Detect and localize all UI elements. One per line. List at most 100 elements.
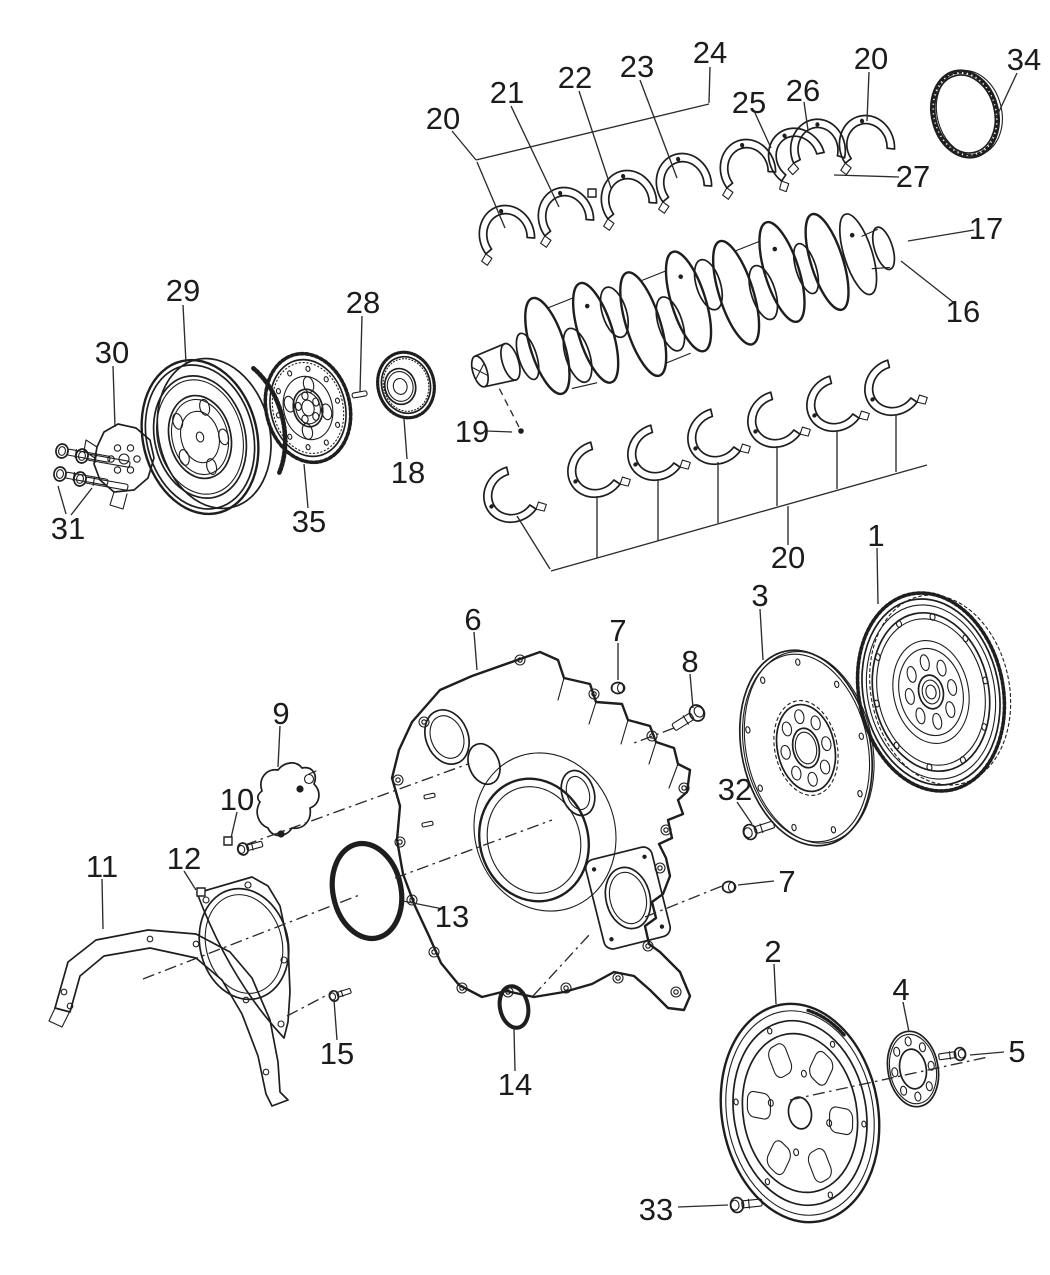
callout-35-tone-wheel[interactable]: 35 [292, 504, 326, 539]
drive-plate [722, 637, 891, 858]
dowel-pin [352, 391, 368, 399]
housing-port [584, 845, 672, 951]
leader-line [71, 488, 92, 515]
callout-7-plug[interactable]: 7 [609, 613, 626, 648]
leader-line [970, 1052, 1004, 1055]
rear-seal-retainer [188, 877, 300, 1038]
leader-line [245, 764, 468, 845]
leader-line [511, 106, 559, 207]
callout-20-main-bearing-lower[interactable]: 20 [771, 540, 805, 575]
flexplate [704, 991, 896, 1235]
leader-line [755, 113, 771, 148]
leader-line [996, 73, 1017, 118]
leader-line [183, 305, 186, 363]
callout-30-damper-spacer[interactable]: 30 [95, 335, 129, 370]
callout-16-crankshaft-rear-journal[interactable]: 16 [946, 294, 980, 329]
key-marker [518, 428, 524, 434]
plug-side [721, 880, 737, 894]
gasket-bolt [235, 837, 265, 857]
leader-line [403, 901, 443, 909]
callout-14-o-ring-small[interactable]: 14 [498, 1067, 532, 1102]
callout-21-main-bearing-upper[interactable]: 21 [490, 75, 524, 110]
adapter-plate [882, 1027, 945, 1111]
callout-22-main-bearing-upper[interactable]: 22 [558, 60, 592, 95]
callout-24-main-bearing-upper[interactable]: 24 [693, 35, 727, 70]
leader-line [774, 964, 776, 1004]
callout-27-main-bearing-upper[interactable]: 27 [896, 159, 930, 194]
callout-33-flexplate-bolt[interactable]: 33 [639, 1192, 673, 1227]
leader-line [184, 871, 196, 890]
leader-line [645, 886, 722, 917]
crankshaft-ring [922, 62, 1011, 164]
o-ring-small [496, 984, 532, 1031]
callout-12-rear-seal-retainer[interactable]: 12 [167, 841, 201, 876]
callout-3-drive-plate[interactable]: 3 [751, 578, 768, 613]
callout-4-adapter-plate[interactable]: 4 [892, 972, 909, 1007]
leader-line [867, 72, 869, 121]
callout-18-crankshaft-gear[interactable]: 18 [391, 455, 425, 490]
callout-28-dowel-pin[interactable]: 28 [346, 285, 380, 320]
main-bearing-lower-shells [471, 351, 931, 539]
callout-26-main-bearing-upper[interactable]: 26 [786, 73, 820, 108]
callout-10-gasket-bolt[interactable]: 10 [220, 782, 254, 817]
callout-1-flywheel[interactable]: 1 [867, 518, 884, 553]
callout-8-housing-bolt[interactable]: 8 [681, 644, 698, 679]
callout-13-o-ring-large[interactable]: 13 [435, 899, 469, 934]
flywheel [840, 578, 1029, 805]
leader-line [474, 632, 477, 670]
leader-line [360, 316, 362, 392]
callout-32-drive-plate-bolt[interactable]: 32 [718, 772, 752, 807]
callout-17-crankshaft-rear[interactable]: 17 [969, 211, 1003, 246]
leader-line [579, 91, 611, 188]
leader-line [640, 80, 677, 178]
leader-line [709, 67, 710, 103]
callout-11-bracket[interactable]: 11 [86, 849, 118, 884]
gasket [257, 763, 319, 838]
retainer-screw [327, 985, 353, 1003]
leader-line [486, 431, 512, 432]
fastener-marker [224, 837, 232, 845]
callout-20-main-bearing-upper[interactable]: 20 [854, 41, 888, 76]
leader-line [231, 812, 237, 838]
callout-25-main-bearing-upper[interactable]: 25 [732, 85, 766, 120]
callout-15-retainer-screw[interactable]: 15 [320, 1036, 354, 1071]
reference-markers [197, 189, 596, 896]
callout-19-crankshaft-key[interactable]: 19 [455, 414, 489, 449]
leader-line [102, 879, 103, 929]
callout-5-adapter-bolt[interactable]: 5 [1008, 1034, 1025, 1069]
plug-top [610, 681, 626, 695]
leader-line [790, 1057, 988, 1100]
adapter-bolt [937, 1046, 968, 1064]
leader-line [334, 1000, 337, 1040]
leader-line [908, 230, 974, 241]
leader-lines [58, 67, 1017, 1207]
leader-line [304, 464, 308, 508]
leader-line [278, 726, 280, 767]
leader-line [678, 1205, 728, 1207]
vibration-damper [126, 341, 301, 527]
leader-line [738, 881, 774, 885]
leader-line [477, 162, 505, 228]
leader-line [287, 994, 329, 1016]
callout-7-plug[interactable]: 7 [778, 864, 795, 899]
callout-29-vibration-damper[interactable]: 29 [166, 273, 200, 308]
leader-line [760, 609, 763, 660]
callout-20-main-bearing-upper[interactable]: 20 [426, 101, 460, 136]
callout-6-flywheel-housing[interactable]: 6 [464, 602, 481, 637]
damper-spacer [84, 424, 154, 509]
leader-line [533, 934, 590, 996]
crankshaft [456, 188, 908, 428]
callout-31-damper-bolts[interactable]: 31 [51, 511, 85, 546]
leader-line [903, 1002, 909, 1032]
flywheel-housing [392, 652, 690, 1010]
callout-34-crankshaft-ring[interactable]: 34 [1007, 42, 1041, 77]
callout-2-flexplate[interactable]: 2 [764, 934, 781, 969]
leader-line [395, 820, 552, 878]
callout-9-gasket[interactable]: 9 [272, 696, 289, 731]
leader-line [143, 894, 362, 979]
callout-23-main-bearing-upper[interactable]: 23 [620, 49, 654, 84]
o-ring-large [324, 837, 410, 945]
